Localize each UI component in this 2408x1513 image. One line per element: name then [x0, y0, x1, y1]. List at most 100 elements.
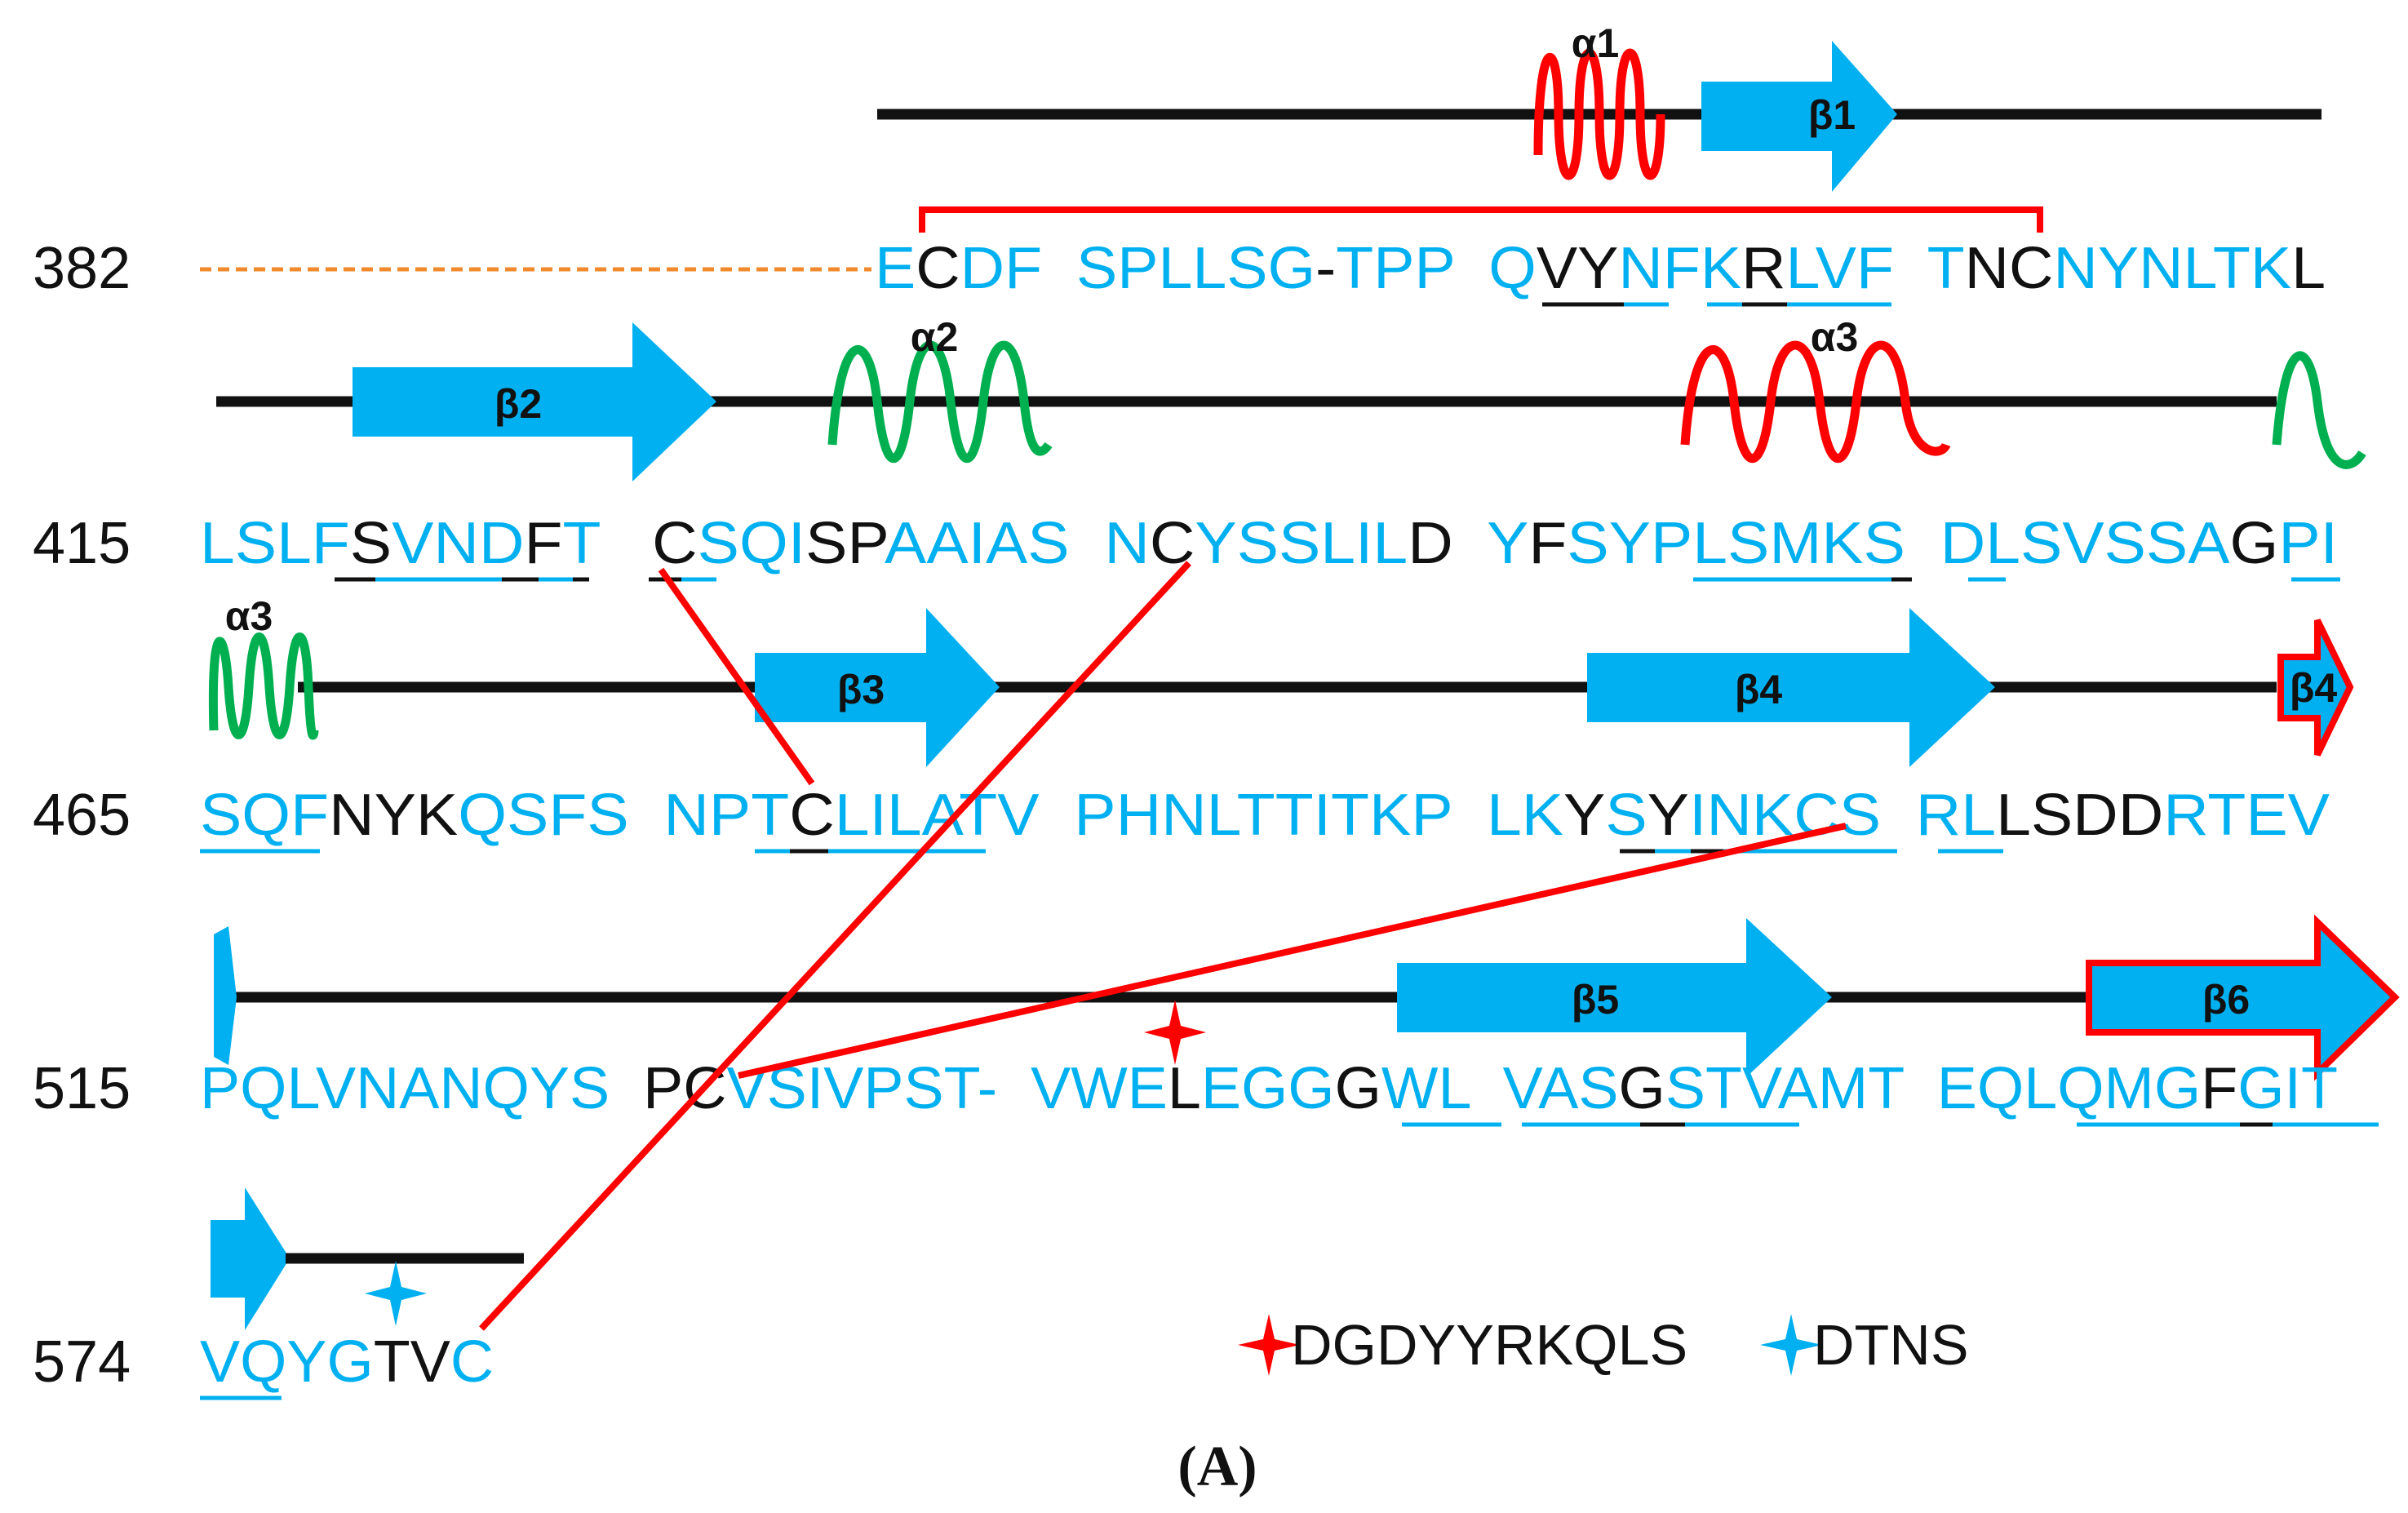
residue-segment: GIT: [2237, 1056, 2338, 1121]
residue-segment: Y: [1563, 783, 1605, 848]
residue-segment: E: [875, 236, 916, 301]
alpha3-helix: [1680, 340, 1951, 463]
residue-segment: NYNLTK: [2053, 236, 2291, 301]
residue-segment: S: [1605, 783, 1647, 848]
residue-segment: LVF: [1786, 236, 1895, 301]
residue-segment: SQI: [698, 511, 805, 576]
residue-segment: [1905, 511, 1940, 576]
beta4b-arrow: [2277, 619, 2354, 756]
beta5-arrow: [1397, 918, 1832, 1077]
residue-segment: DF: [960, 236, 1042, 301]
residue-segment: C: [450, 1329, 494, 1395]
residue-segment: R: [1741, 236, 1785, 301]
alpha3-helix-cont: [208, 632, 319, 740]
residue-segment: [997, 1056, 1031, 1121]
residue-segment: L: [1168, 1056, 1201, 1121]
residue-segment: G: [1619, 1056, 1665, 1121]
beta3-label: β3: [837, 667, 885, 712]
residue-segment: Y: [1487, 511, 1528, 576]
residue-segment: D: [1408, 511, 1453, 576]
structure-track-row-382: α1 β1: [877, 20, 2322, 233]
residue-segment: SQF: [200, 783, 329, 848]
residue-segment: G: [2230, 511, 2279, 576]
row-number: 415: [33, 511, 131, 576]
row-number: 465: [33, 783, 131, 848]
residue-segment: [629, 783, 664, 848]
residue-segment: -: [1315, 236, 1336, 301]
beta2-arrow: [353, 322, 716, 481]
residue-segment: S: [350, 511, 392, 576]
residue-segment: STVAMT: [1665, 1056, 1904, 1121]
residue-segment: YSSLIL: [1195, 511, 1408, 576]
residue-segment: VQYG: [200, 1329, 374, 1395]
residue-segment: TPP: [1336, 236, 1454, 301]
residue-segment: F: [524, 511, 562, 576]
beta1-arrow: [1701, 41, 1897, 192]
underlines: [200, 302, 2379, 1400]
residue-segment: RTEV: [2163, 783, 2330, 848]
residue-segment: [1042, 236, 1076, 301]
residue-segment: RL: [1916, 783, 1996, 848]
residue-segment: SP: [805, 511, 886, 576]
residue-segment: G: [1335, 1056, 1381, 1121]
residue-segment: NPT: [663, 783, 789, 848]
beta4-label: β4: [1735, 667, 1783, 712]
alpha2-helix: [827, 340, 1053, 463]
sequence-row: VQYGTVC: [200, 1329, 494, 1395]
disulfide-links: [479, 561, 1847, 1331]
residue-segment: [610, 1056, 643, 1121]
link-c-to-c: [658, 567, 815, 786]
residue-segment: T: [1927, 236, 1965, 301]
residue-segment: [600, 511, 652, 576]
residue-segment: [1894, 236, 1927, 301]
legend-red-label: DGDYYRKQLS: [1291, 1313, 1687, 1377]
residue-segment: T: [562, 511, 600, 576]
residue-segment: PHNLTTITKP: [1074, 783, 1452, 848]
structure-track-row-415: β2 α2 α3: [216, 314, 2366, 481]
alpha1-label: α1: [1572, 20, 1620, 66]
blue-star-icon: [1760, 1314, 1822, 1376]
residue-segment: [1881, 783, 1916, 848]
residue-segment: [1040, 783, 1075, 848]
residue-segment: Y: [1647, 783, 1689, 848]
residue-segment: [1452, 783, 1487, 848]
residue-segment: EGG: [1201, 1056, 1335, 1121]
residue-segment: AAIAS: [885, 511, 1070, 576]
beta6-arrow: [2086, 914, 2400, 1081]
alpha2-label: α2: [911, 314, 959, 360]
residue-segment: N: [1104, 511, 1150, 576]
beta1-label: β1: [1808, 92, 1856, 138]
red-star-marker: [1144, 1000, 1206, 1065]
residue-segment: EQLQMG: [1937, 1056, 2201, 1121]
residue-segment: LSDD: [1996, 783, 2163, 848]
beta2-label: β2: [494, 381, 542, 427]
residue-segment: [1454, 236, 1488, 301]
residue-segment: DLSVSSA: [1940, 511, 2230, 576]
structure-track-row-515: β5 β6: [214, 914, 2400, 1081]
residue-segment: VND: [392, 511, 524, 576]
row-number: 574: [33, 1329, 131, 1395]
residue-segment: PQLVNANQYS: [200, 1056, 610, 1121]
residue-segment: PI: [2278, 511, 2338, 576]
residue-segment: [1470, 1056, 1503, 1121]
sequence-row: PQLVNANQYS PCVSIVPST- VWELEGGGWL VASGSTV…: [200, 1056, 2338, 1121]
link-c-to-c: [479, 561, 1191, 1331]
residue-segment: [1070, 511, 1105, 576]
residue-segment: L: [2291, 236, 2326, 301]
structure-track-row-574: [211, 1187, 524, 1330]
row-number: 382: [33, 236, 131, 301]
beta4b-label: β4: [2290, 665, 2338, 711]
structure-track-row-465: α3 β3 β4 β4: [208, 593, 2354, 767]
residue-segment: C: [652, 511, 698, 576]
residue-segment: C: [789, 783, 835, 848]
residue-segment: VAS: [1503, 1056, 1619, 1121]
residue-segment: C: [916, 236, 960, 301]
residue-segment: SYPLSMKS: [1567, 511, 1905, 576]
residue-segment: [1904, 1056, 1937, 1121]
residue-segment: TV: [374, 1329, 450, 1395]
beta6-label: β6: [2202, 977, 2250, 1023]
